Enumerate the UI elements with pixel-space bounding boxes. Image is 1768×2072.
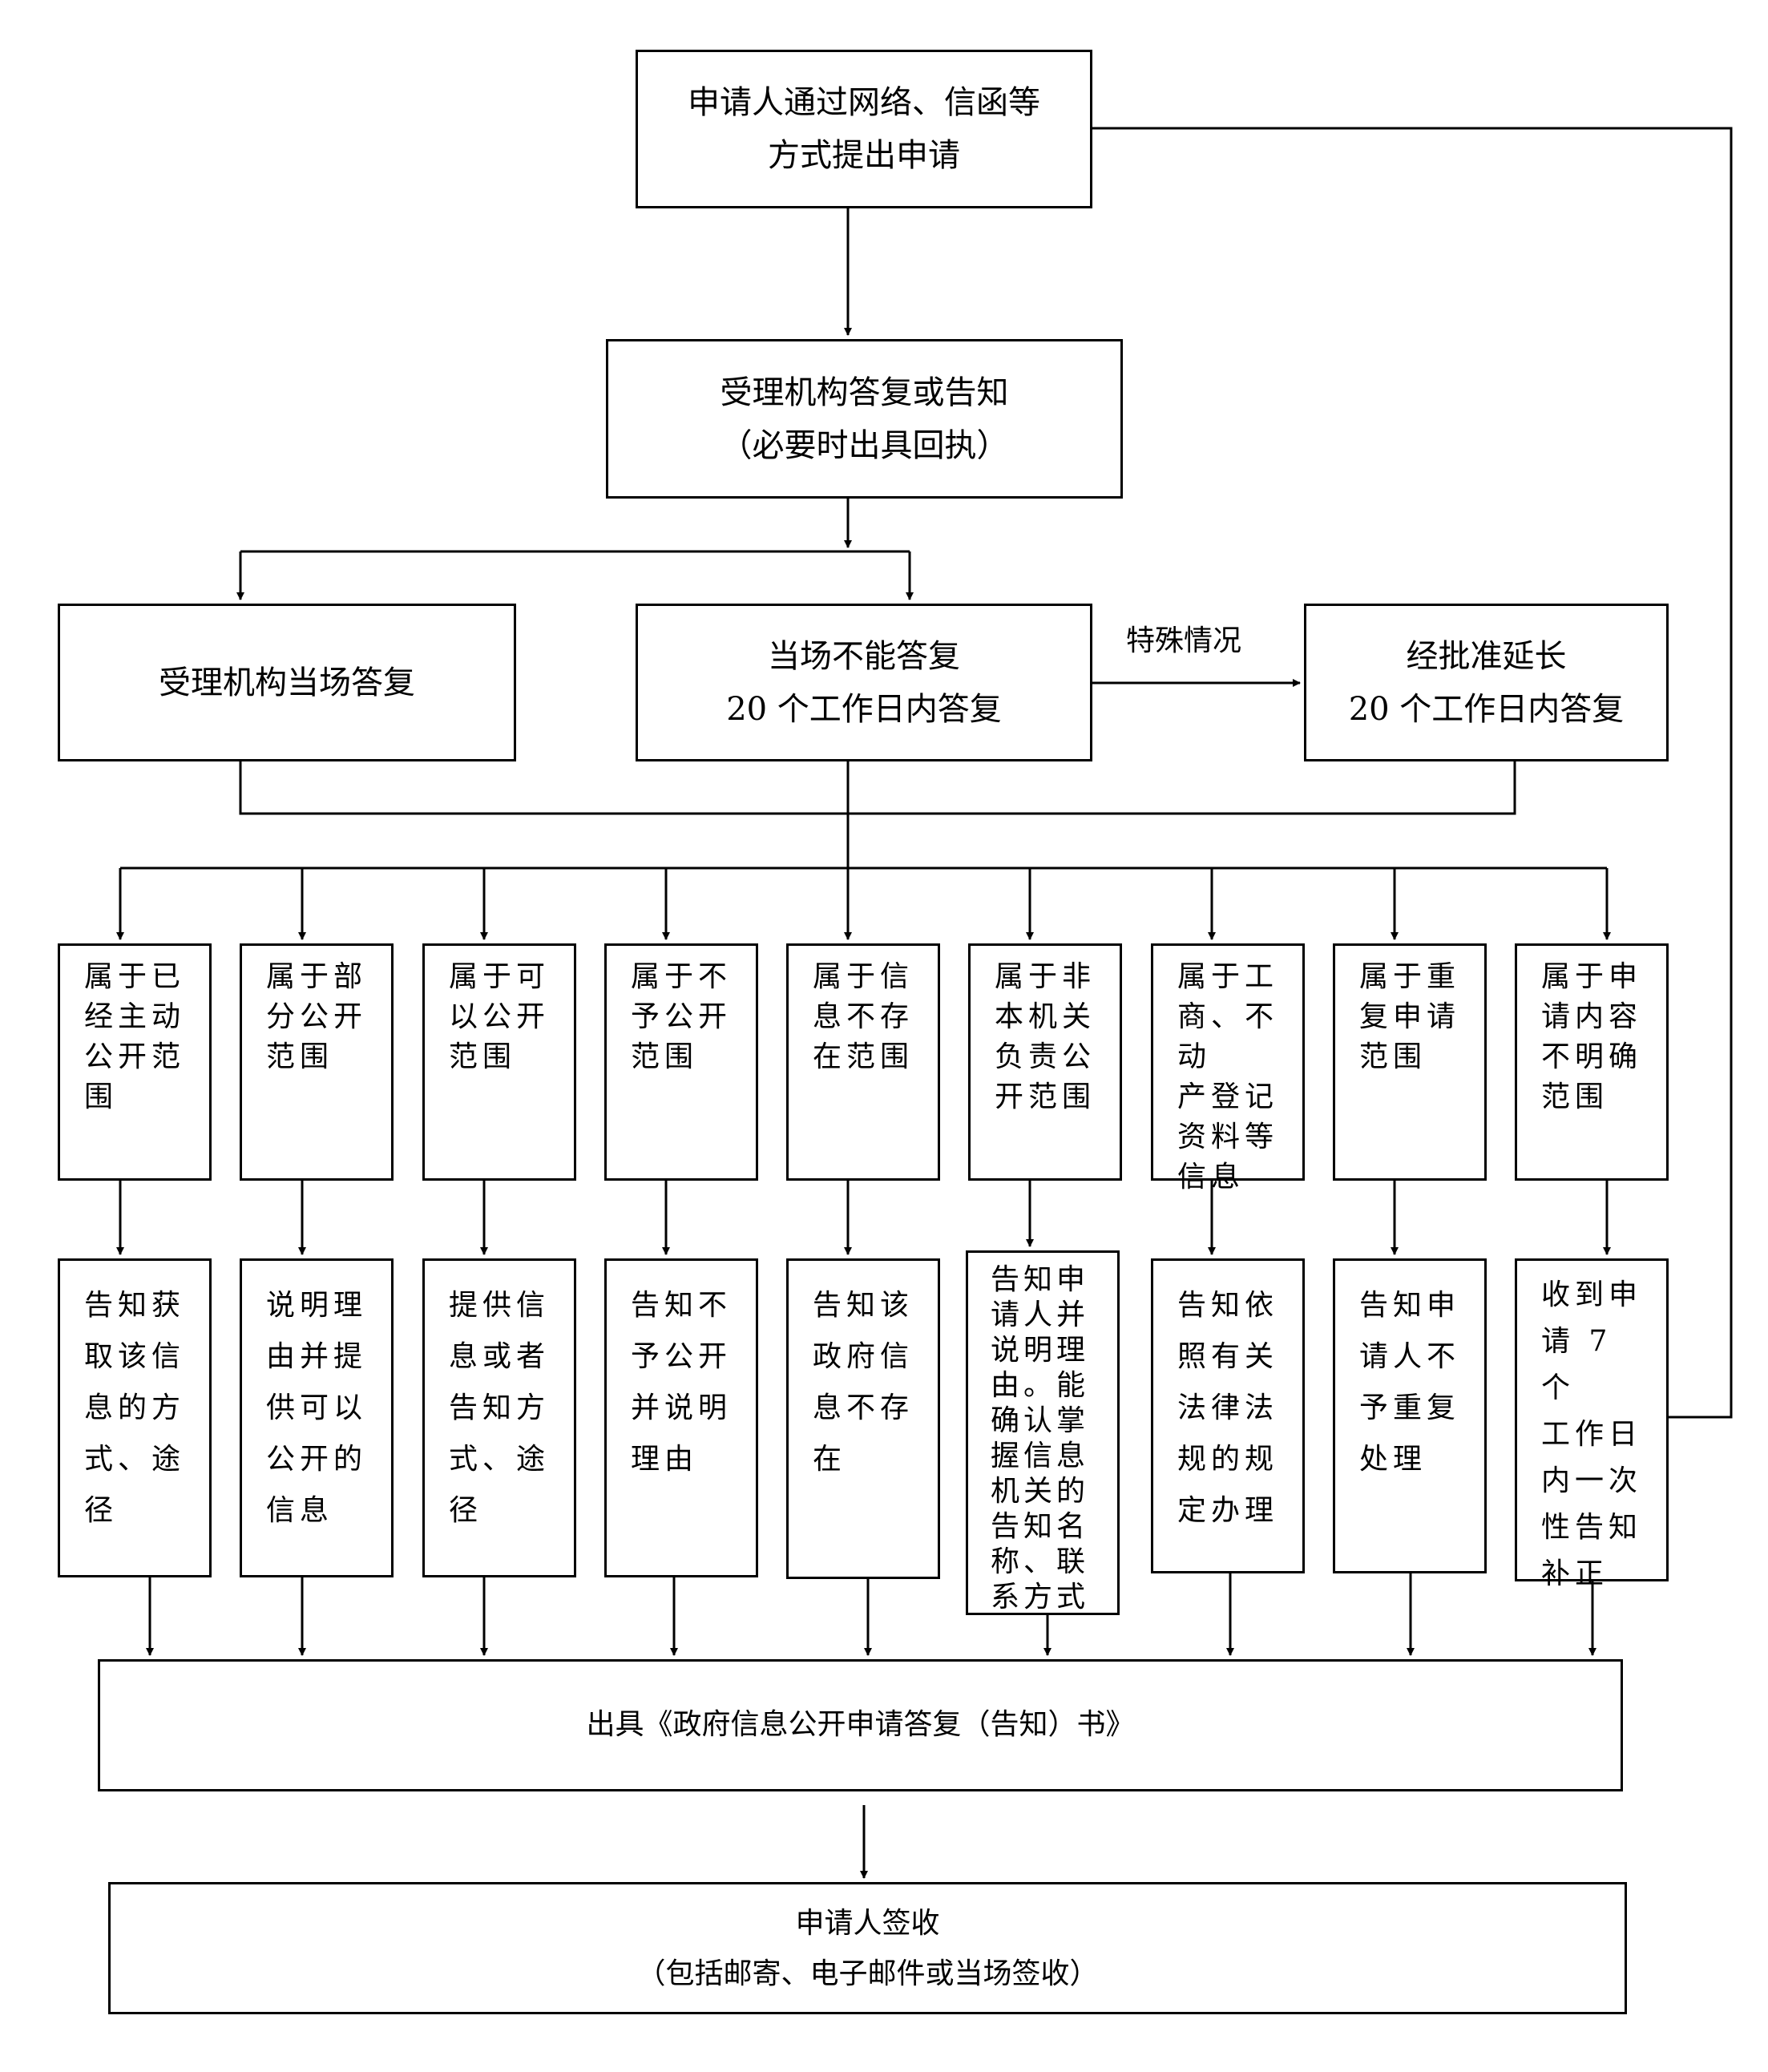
acceptance-line-1: 受理机构答复或告知 — [720, 374, 1009, 411]
start-box: 申请人通过网络、信函等方式提出申请 — [636, 50, 1092, 208]
category-label: 属于可 以公开 范围 — [449, 960, 551, 1073]
action-text: 告知该 政府信 息不存 在 — [813, 1289, 914, 1476]
action-text: 告知依 照有关 法律法 规的规 定办理 — [1177, 1289, 1279, 1527]
merge-line — [239, 761, 1516, 815]
category-box-2: 属于部 分公开 范围 — [240, 943, 394, 1181]
deferred-line-1: 当场不能答复 — [768, 637, 960, 675]
sign-line-2: （包括邮寄、电子邮件或当场签收） — [636, 1957, 1099, 1990]
category-box-6: 属于非 本机关 负责公 开范围 — [968, 943, 1122, 1181]
action-text: 收到申 请 7 个 工作日 内一次 性告知 补正 — [1541, 1278, 1643, 1590]
category-label: 属于工 商、不动 产登记 资料等 信息 — [1177, 960, 1279, 1194]
action-text: 告知申 请人不 予重复 处理 — [1359, 1289, 1461, 1476]
action-box-6: 告知申 请人并 说明理 由。能 确认掌 握信息 机关的 告知名 称、联 系方式 — [966, 1250, 1120, 1615]
sign-line-1: 申请人签收 — [795, 1906, 940, 1940]
action-box-7: 告知依 照有关 法律法 规的规 定办理 — [1151, 1258, 1305, 1573]
issue-document-box: 出具《政府信息公开申请答复（告知）书》 — [98, 1659, 1623, 1791]
category-label: 属于重 复申请 范围 — [1359, 960, 1461, 1073]
issue-document-label: 出具《政府信息公开申请答复（告知）书》 — [586, 1708, 1135, 1742]
extension-line-2: 20 个工作日内答复 — [1348, 690, 1625, 728]
category-box-8: 属于重 复申请 范围 — [1333, 943, 1487, 1181]
action-box-5: 告知该 政府信 息不存 在 — [786, 1258, 940, 1579]
action-box-2: 说明理 由并提 供可以 公开的 信息 — [240, 1258, 394, 1577]
action-box-9: 收到申 请 7 个 工作日 内一次 性告知 补正 — [1515, 1258, 1669, 1590]
action-box-3: 提供信 息或者 告知方 式、途径 — [422, 1258, 576, 1577]
special-case-label: 特殊情况 — [1126, 624, 1242, 657]
action-box-8: 告知申 请人不 予重复 处理 — [1333, 1258, 1487, 1573]
extension-line-1: 经批准延长 — [1406, 637, 1567, 675]
action-text: 告知不 予公开 并说明 理由 — [631, 1289, 733, 1476]
category-box-7: 属于工 商、不动 产登记 资料等 信息 — [1151, 943, 1305, 1194]
category-box-1: 属于已 经主动 公开范 围 — [58, 943, 212, 1181]
category-label: 属于非 本机关 负责公 开范围 — [995, 960, 1096, 1113]
deferred-line-2: 20 个工作日内答复 — [726, 690, 1002, 728]
immediate-reply-box: 受理机构当场答复 — [58, 604, 516, 761]
category-label: 属于部 分公开 范围 — [266, 960, 368, 1073]
immediate-reply-label: 受理机构当场答复 — [159, 664, 415, 701]
action-box-1: 告知获 取该信 息的方 式、途径 — [58, 1258, 212, 1577]
applicant-sign-box: 申请人签收 （包括邮寄、电子邮件或当场签收） — [108, 1882, 1627, 2014]
action-text: 说明理 由并提 供可以 公开的 信息 — [266, 1289, 368, 1527]
category-box-9: 属于申 请内容 不明确 范围 — [1515, 943, 1669, 1181]
acceptance-line-2: （必要时出具回执） — [720, 426, 1009, 464]
category-label: 属于申 请内容 不明确 范围 — [1541, 960, 1643, 1113]
category-box-4: 属于不 予公开 范围 — [604, 943, 758, 1181]
category-label: 属于信 息不存 在范围 — [813, 960, 914, 1073]
category-box-3: 属于可 以公开 范围 — [422, 943, 576, 1181]
start-line-2: 方式提出申请 — [768, 137, 960, 174]
loop-line — [1092, 127, 1733, 1419]
category-label: 属于已 经主动 公开范 围 — [84, 960, 186, 1113]
start-line-1: 申请人通过网络、信函等 — [688, 84, 1040, 121]
acceptance-box: 受理机构答复或告知 （必要时出具回执） — [606, 339, 1123, 499]
extension-box: 经批准延长 20 个工作日内答复 — [1304, 604, 1669, 761]
action-text: 告知申 请人并 说明理 由。能 确认掌 握信息 机关的 告知名 称、联 系方式 — [991, 1263, 1090, 1614]
category-box-5: 属于信 息不存 在范围 — [786, 943, 940, 1181]
action-box-4: 告知不 予公开 并说明 理由 — [604, 1258, 758, 1577]
action-text: 告知获 取该信 息的方 式、途径 — [84, 1289, 186, 1527]
category-label: 属于不 予公开 范围 — [631, 960, 733, 1073]
action-text: 提供信 息或者 告知方 式、途径 — [449, 1289, 551, 1527]
deferred-reply-box: 当场不能答复 20 个工作日内答复 — [636, 604, 1092, 761]
